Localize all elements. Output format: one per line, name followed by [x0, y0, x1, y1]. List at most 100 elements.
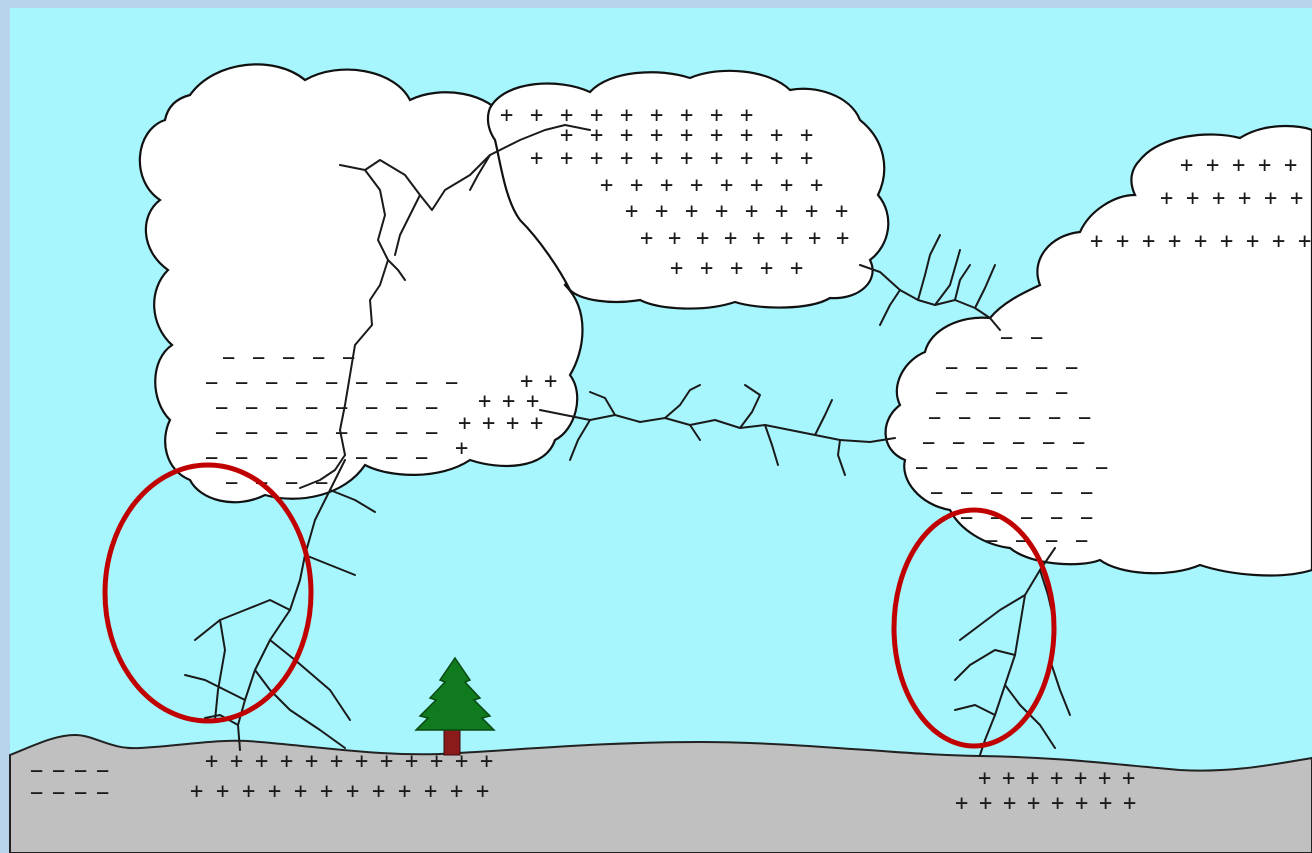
ground-positive-right-sign: + [979, 791, 992, 816]
upper-cloud-positive-sign: + [800, 146, 813, 171]
ground-positive-right-sign: + [978, 766, 991, 791]
left-cloud-negative-sign: − [325, 446, 338, 471]
upper-cloud-positive-sign: + [560, 123, 573, 148]
left-cloud-negative-sign: − [252, 346, 265, 371]
upper-cloud-positive-sign: + [690, 173, 703, 198]
right-cloud-negative-sign: − [985, 529, 998, 554]
left-cloud-negative-sign: − [335, 421, 348, 446]
right-cloud-negative-sign: − [1045, 529, 1058, 554]
ground-positive-left-sign: + [450, 779, 463, 804]
ground-positive-left-sign: + [330, 749, 343, 774]
upper-cloud-positive-sign: + [500, 103, 513, 128]
ground-positive-left-sign: + [280, 749, 293, 774]
right-cloud-negative-sign: − [945, 356, 958, 381]
ground-positive-right-sign: + [1026, 766, 1039, 791]
upper-cloud-positive-sign: + [620, 146, 633, 171]
upper-cloud-positive-sign: + [696, 226, 709, 251]
right-cloud-negative-sign: − [930, 481, 943, 506]
right-cloud-positive-sign: + [1298, 229, 1311, 254]
left-cloud-negative-sign: − [415, 446, 428, 471]
right-cloud-negative-sign: − [1080, 481, 1093, 506]
right-cloud-positive-sign: + [1194, 229, 1207, 254]
right-cloud-negative-sign: − [1075, 529, 1088, 554]
upper-cloud-positive-sign: + [668, 226, 681, 251]
ground-positive-left-sign: + [242, 779, 255, 804]
left-cloud-negative-sign: − [295, 371, 308, 396]
left-cloud-negative-sign: − [285, 471, 298, 496]
upper-cloud-positive-sign: + [650, 123, 663, 148]
right-cloud-negative-sign: − [988, 406, 1001, 431]
ground-positive-left-sign: + [405, 749, 418, 774]
right-cloud-negative-sign: − [935, 381, 948, 406]
upper-cloud-positive-sign: + [750, 173, 763, 198]
right-cloud-positive-sign: + [1272, 229, 1285, 254]
left-cloud-negative-sign: − [225, 471, 238, 496]
upper-cloud-positive-sign: + [685, 199, 698, 224]
left-cloud-positive-sign: + [530, 411, 543, 436]
right-cloud-negative-sign: − [960, 481, 973, 506]
left-cloud-negative-sign: − [305, 421, 318, 446]
right-cloud-negative-sign: − [922, 431, 935, 456]
right-cloud-positive-sign: + [1206, 153, 1219, 178]
ground-positive-left-sign: + [455, 749, 468, 774]
right-cloud-positive-sign: + [1264, 186, 1277, 211]
right-cloud-positive-sign: + [1160, 186, 1173, 211]
ground-negative-sign: − [52, 781, 65, 806]
left-cloud-positive-sign: + [458, 411, 471, 436]
upper-cloud-positive-sign: + [808, 226, 821, 251]
left-cloud-negative-sign: − [235, 371, 248, 396]
left-cloud-negative-sign: − [275, 421, 288, 446]
ground-positive-right-sign: + [1027, 791, 1040, 816]
left-cloud-negative-sign: − [315, 471, 328, 496]
left-cloud-negative-sign: − [265, 371, 278, 396]
right-cloud-negative-sign: − [1035, 356, 1048, 381]
upper-cloud-positive-sign: + [715, 199, 728, 224]
right-cloud-negative-sign: − [990, 481, 1003, 506]
right-cloud-negative-sign: − [1012, 431, 1025, 456]
upper-cloud-positive-sign: + [560, 146, 573, 171]
left-cloud-negative-sign: − [395, 421, 408, 446]
ground-positive-left-sign: + [430, 749, 443, 774]
upper-cloud-positive-sign: + [530, 103, 543, 128]
ground-positive-left-sign: + [355, 749, 368, 774]
right-cloud-negative-sign: − [982, 431, 995, 456]
left-cloud-negative-sign: − [445, 371, 458, 396]
ground-positive-right-sign: + [955, 791, 968, 816]
upper-cloud-positive-sign: + [752, 226, 765, 251]
left-cloud-negative-sign: − [342, 346, 355, 371]
right-cloud-negative-sign: − [1005, 356, 1018, 381]
right-cloud-negative-sign: − [952, 431, 965, 456]
upper-cloud-positive-sign: + [620, 123, 633, 148]
right-cloud-negative-sign: − [1080, 506, 1093, 531]
upper-cloud-positive-sign: + [680, 146, 693, 171]
ground-positive-right-sign: + [1098, 766, 1111, 791]
left-cloud-negative-sign: − [325, 371, 338, 396]
ground-positive-left-sign: + [216, 779, 229, 804]
ground-positive-right-sign: + [1002, 766, 1015, 791]
ground-positive-left-sign: + [305, 749, 318, 774]
right-cloud-positive-sign: + [1232, 153, 1245, 178]
right-cloud-positive-sign: + [1258, 153, 1271, 178]
ground-positive-left-sign: + [190, 779, 203, 804]
right-cloud-negative-sign: − [1042, 431, 1055, 456]
right-cloud-negative-sign: − [975, 456, 988, 481]
right-cloud-positive-sign: + [1220, 229, 1233, 254]
ground-positive-right-sign: + [1123, 791, 1136, 816]
ground-positive-left-sign: + [320, 779, 333, 804]
upper-cloud-positive-sign: + [835, 199, 848, 224]
right-cloud-negative-sign: − [1072, 431, 1085, 456]
left-cloud-negative-sign: − [215, 421, 228, 446]
ground-positive-right-sign: + [1074, 766, 1087, 791]
right-cloud-positive-sign: + [1238, 186, 1251, 211]
right-cloud-negative-sign: − [1050, 506, 1063, 531]
upper-cloud-positive-sign: + [625, 199, 638, 224]
left-cloud-negative-sign: − [245, 396, 258, 421]
upper-cloud-positive-sign: + [600, 173, 613, 198]
right-cloud-positive-sign: + [1246, 229, 1259, 254]
left-cloud-negative-sign: − [265, 446, 278, 471]
upper-cloud-positive-sign: + [710, 123, 723, 148]
upper-cloud-positive-sign: + [740, 123, 753, 148]
right-cloud-negative-sign: − [958, 406, 971, 431]
ground-negative-sign: − [74, 781, 87, 806]
right-cloud-negative-sign: − [928, 406, 941, 431]
